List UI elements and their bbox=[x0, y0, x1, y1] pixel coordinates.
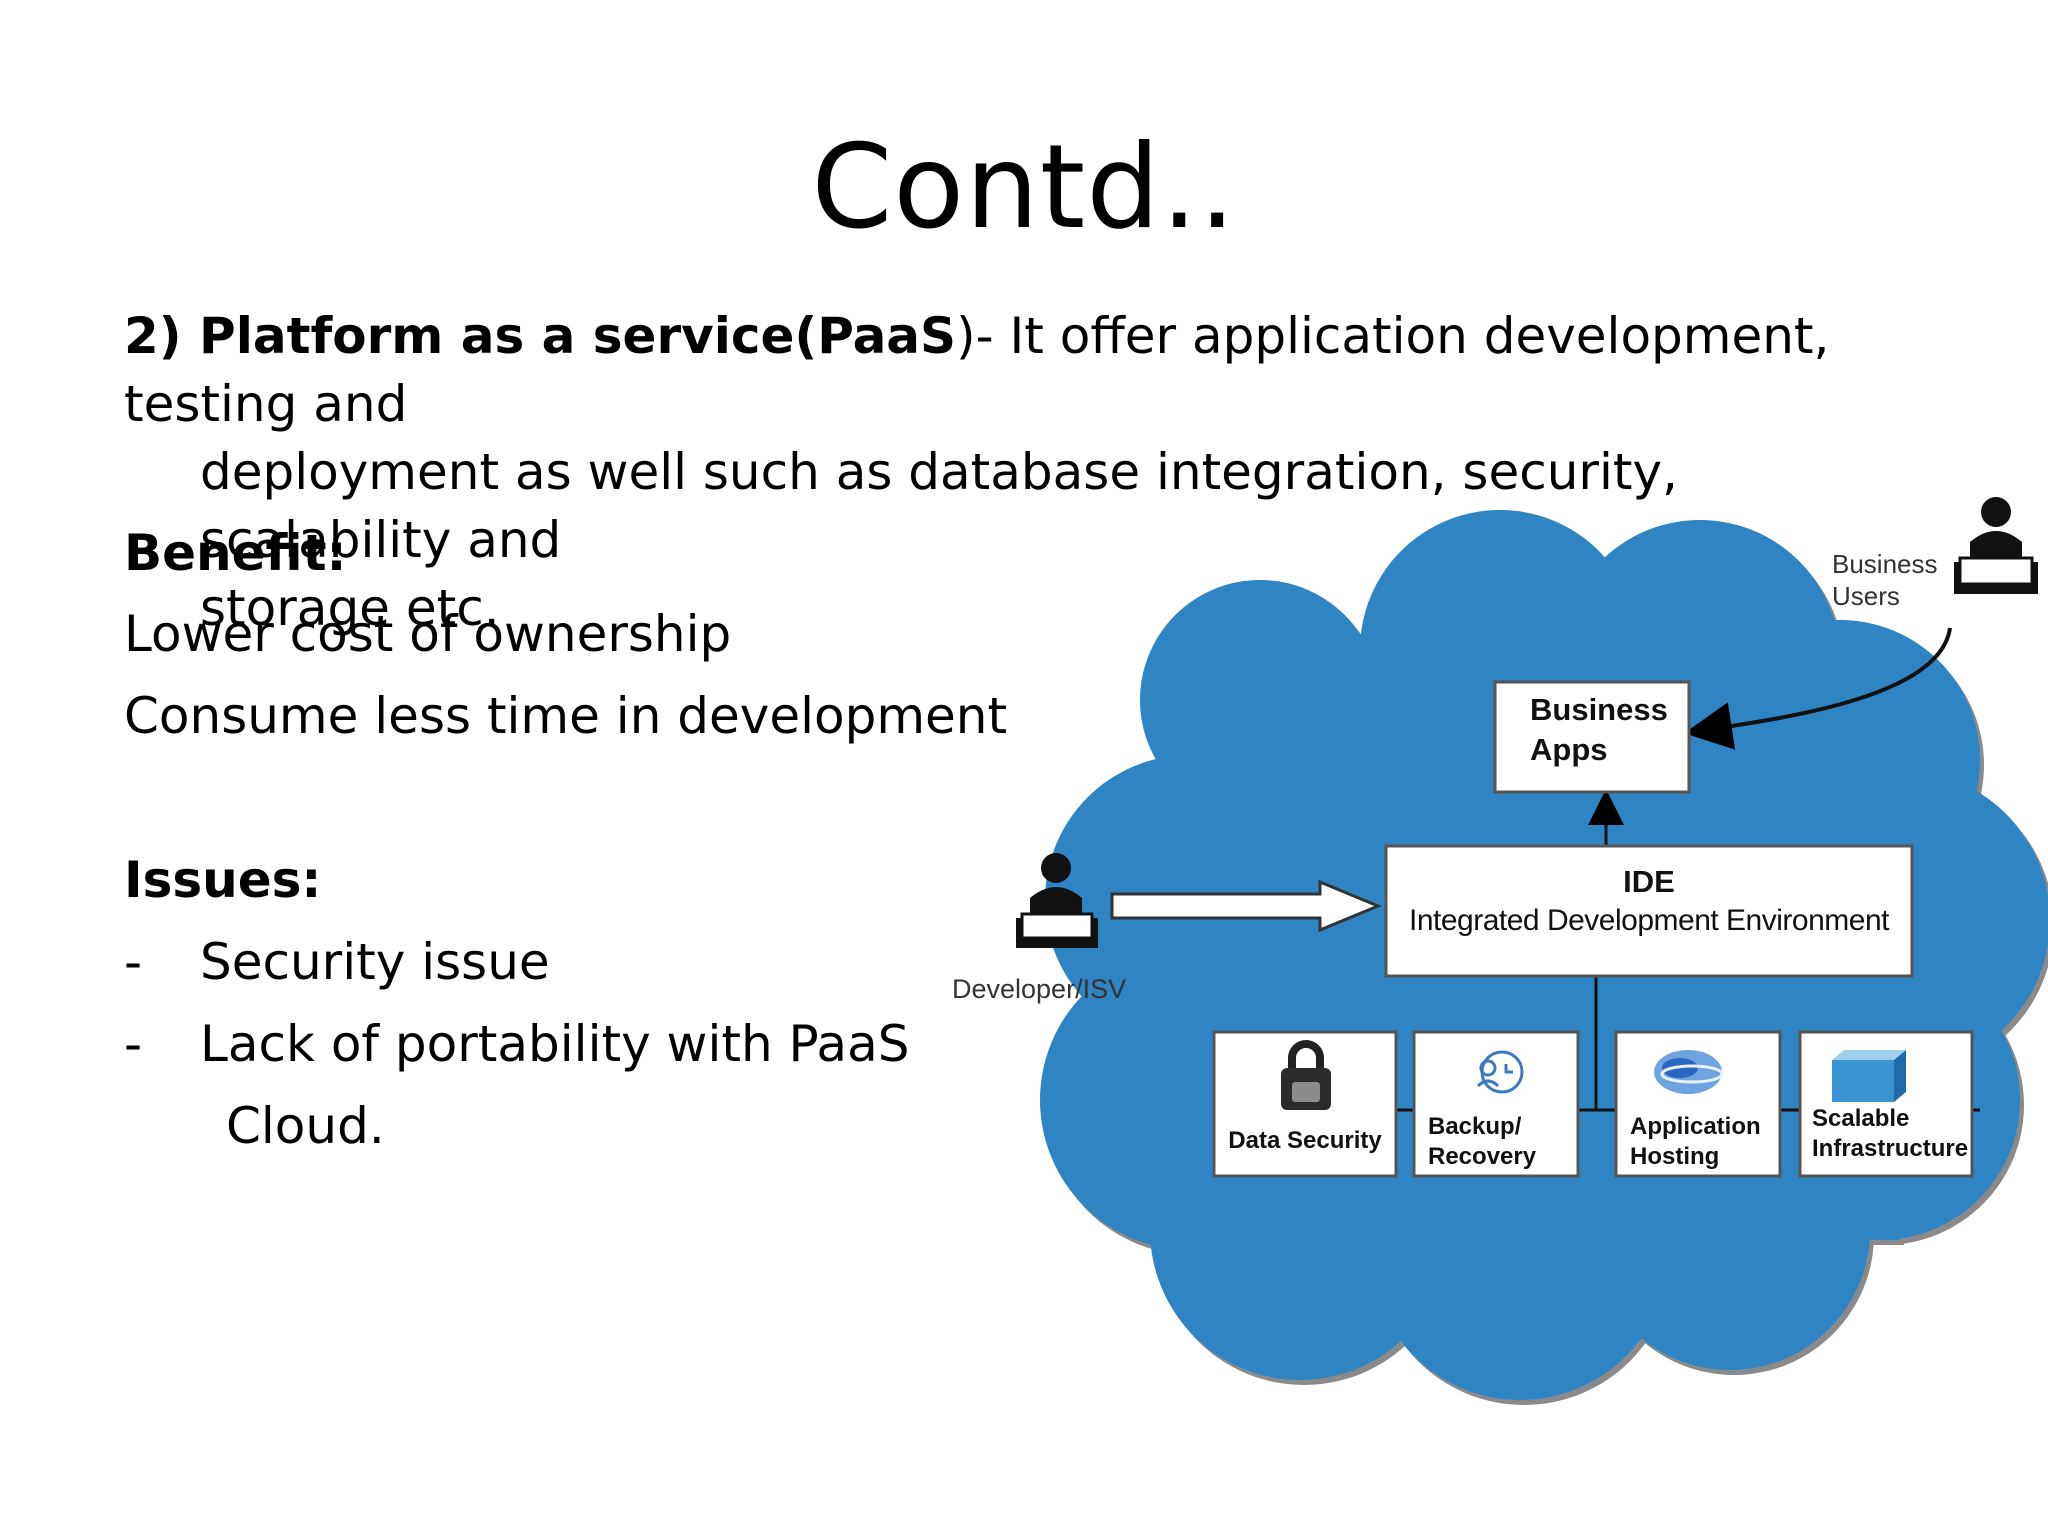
ide-label: IDE Integrated Development Environment bbox=[1386, 862, 1912, 940]
issue-item: -Security issue bbox=[124, 930, 550, 994]
service-label-line: Application bbox=[1630, 1113, 1761, 1140]
benefit-heading: Benefit: bbox=[124, 524, 347, 582]
paas-diagram-graphic bbox=[1016, 497, 2048, 1405]
issues-heading: Issues: bbox=[124, 851, 322, 909]
service-label-line: Infrastructure bbox=[1812, 1135, 1969, 1162]
business-apps-label-line: Business bbox=[1530, 692, 1668, 727]
developer-to-ide-arrow bbox=[1110, 879, 1382, 933]
benefit-item: Consume less time in development bbox=[124, 687, 1008, 745]
bullet-dash: - bbox=[124, 1015, 143, 1073]
slide-title: Contd.. bbox=[811, 120, 1237, 255]
service-label: Data Security bbox=[1214, 1126, 1396, 1156]
ide-subtitle: Integrated Development Environment bbox=[1409, 904, 1889, 937]
lock-icon bbox=[1281, 1040, 1331, 1110]
users-to-apps-arrow bbox=[1684, 627, 1952, 750]
backup-icon bbox=[1476, 1050, 1524, 1094]
ide-title: IDE bbox=[1623, 864, 1675, 899]
service-label-line: Recovery bbox=[1428, 1143, 1537, 1170]
bullet-dash: - bbox=[124, 933, 143, 991]
service-label-line: Backup/ bbox=[1428, 1113, 1522, 1140]
service-label: Backup/ Recovery bbox=[1428, 1112, 1536, 1172]
issue-text: Security issue bbox=[200, 933, 550, 991]
issue-text: Lack of portability with PaaS bbox=[200, 1015, 910, 1073]
service-label: Application Hosting bbox=[1630, 1112, 1761, 1172]
business-apps-label: Business Apps bbox=[1530, 690, 1668, 770]
issue-item: -Lack of portability with PaaS bbox=[124, 1012, 909, 1076]
globe-icon bbox=[1654, 1050, 1724, 1094]
paas-definition-line1: )- It offer application development, tes… bbox=[124, 307, 1830, 433]
business-users-label-line: Users bbox=[1832, 581, 1900, 611]
paas-definition: 2) Platform as a service(PaaS)- It offer… bbox=[124, 302, 1904, 642]
issue-continuation: Cloud. bbox=[226, 1097, 385, 1155]
business-users-label: Business Users bbox=[1832, 548, 1938, 612]
cube-icon bbox=[1832, 1050, 1906, 1102]
service-box bbox=[1412, 1030, 1580, 1178]
business-user-icon bbox=[1954, 497, 2038, 594]
benefit-item: Lower cost of ownership bbox=[124, 605, 732, 663]
paas-definition-line2: deployment as well such as database inte… bbox=[200, 443, 1678, 569]
ide-box bbox=[1384, 844, 1914, 978]
paas-definition-line3: storage etc. bbox=[200, 579, 500, 637]
service-label: Scalable Infrastructure bbox=[1812, 1104, 1968, 1164]
business-apps-label-line: Apps bbox=[1530, 732, 1608, 767]
developer-label: Developer/ISV bbox=[952, 974, 1127, 1004]
service-label-line: Data Security bbox=[1228, 1127, 1382, 1154]
service-label-line: Hosting bbox=[1630, 1143, 1720, 1170]
business-apps-box bbox=[1493, 680, 1691, 794]
developer-icon bbox=[1016, 853, 1098, 948]
service-label-line: Scalable bbox=[1812, 1105, 1910, 1132]
paas-diagram: Business Users Business Apps IDE Integra… bbox=[940, 470, 2048, 1410]
paas-heading: 2) Platform as a service(PaaS bbox=[124, 307, 957, 365]
business-users-label-line: Business bbox=[1832, 549, 1938, 579]
